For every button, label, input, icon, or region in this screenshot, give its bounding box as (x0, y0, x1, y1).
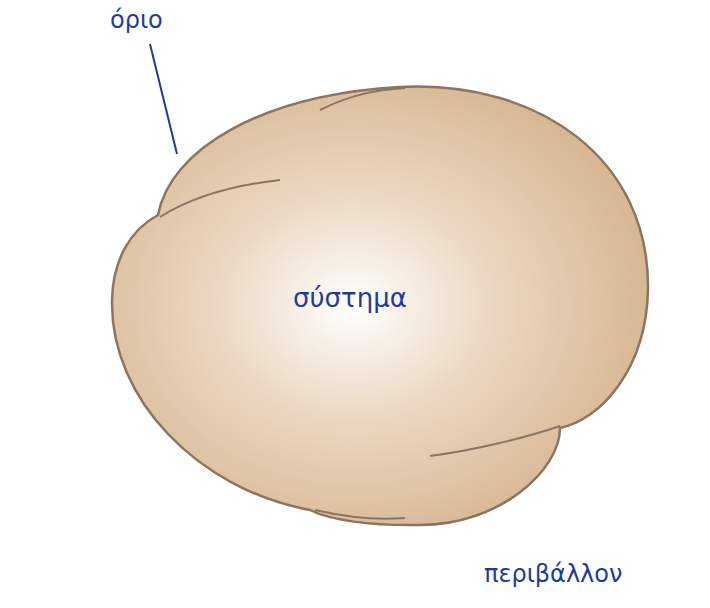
environment-label: περιβάλλον (484, 560, 622, 588)
system-label: σύστημα (293, 283, 407, 313)
boundary-label: όριο (110, 6, 163, 34)
system-region: σύστημα (105, 80, 655, 532)
